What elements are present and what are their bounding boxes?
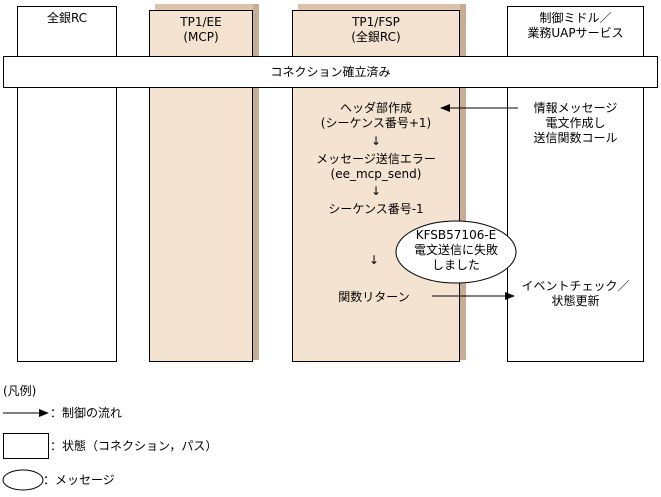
flow-func-return: 関数リターン <box>338 290 410 304</box>
legend-rect-icon <box>3 433 49 459</box>
note-event-check: イベントチェック／ 状態更新 <box>521 279 630 308</box>
lane-title-zengin-rc: 全銀RC <box>46 11 88 25</box>
lane-tp1ee-top-bevel <box>155 4 259 10</box>
legend-state-label: ：状態（コネクション，パス） <box>50 439 218 453</box>
status-band-connection-established: コネクション確立済み <box>3 56 658 88</box>
status-band-label: コネクション確立済み <box>270 65 391 79</box>
legend-ellipse-icon <box>2 469 44 491</box>
lane-title-tp1fsp: TP1/FSP (全銀RC) <box>351 15 401 44</box>
flow-arrow-1: ↓ <box>370 134 382 148</box>
lane-tp1fsp-side-bevel <box>460 4 466 360</box>
legend-message-label: ：メッセージ <box>43 473 115 487</box>
flow-arrow-2: ↓ <box>370 184 382 198</box>
lane-title-tp1ee: TP1/EE (MCP) <box>180 15 222 44</box>
lane-tp1fsp-top-bevel <box>298 4 466 10</box>
flow-seq-minus: シーケンス番号-1 <box>328 202 424 216</box>
message-text: KFSB57106-E 電文送信に失敗 しました <box>413 228 498 272</box>
flow-send-error: メッセージ送信エラー (ee_mcp_send) <box>316 152 436 181</box>
lane-title-control-middle: 制御ミドル／ 業務UAPサービス <box>527 11 624 40</box>
legend-control-flow-label: ：制御の流れ <box>50 406 123 420</box>
lane-tp1ee-side-bevel <box>253 4 259 360</box>
note-info-message: 情報メッセージ 電文作成し 送信関数コール <box>533 101 618 145</box>
flow-arrow-3: ↓ <box>368 253 380 267</box>
legend-title: (凡例) <box>3 384 37 398</box>
flow-header-create: ヘッダ部作成 (シーケンス番号+1) <box>320 101 432 130</box>
